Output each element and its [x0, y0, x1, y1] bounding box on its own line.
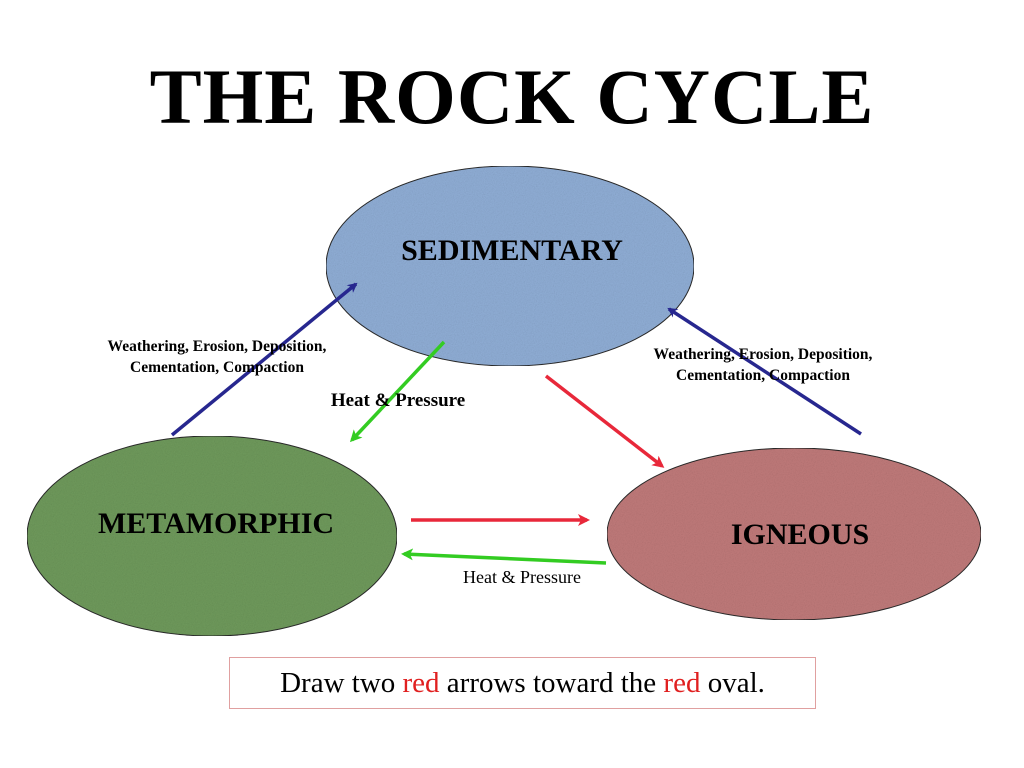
instruction-text-3: oval. [700, 667, 765, 699]
sedimentary-oval [325, 165, 695, 367]
instruction-box: Draw two red arrows toward the red oval. [229, 657, 816, 709]
arrow-igneous-to-metamorphic [401, 548, 607, 565]
metamorphic-oval [26, 435, 398, 637]
instruction-red-word-1: red [402, 667, 440, 699]
left-process-line1: Weathering, Erosion, Deposition, [107, 338, 327, 355]
igneous-label: IGNEOUS [730, 518, 870, 551]
instruction-red-word-2: red [663, 667, 701, 699]
igneous-oval [606, 447, 982, 621]
instruction-text-1: Draw two [280, 667, 403, 699]
metamorphic-label: METAMORPHIC [97, 507, 335, 540]
heat-pressure-top-label: Heat & Pressure [330, 390, 466, 411]
left-process-label: Weathering, Erosion, Deposition, Cementa… [72, 336, 362, 378]
arrow-metamorphic-to-sedimentary [170, 282, 358, 437]
right-process-label: Weathering, Erosion, Deposition, Cementa… [618, 344, 908, 386]
page-title: THE ROCK CYCLE [149, 53, 875, 140]
right-process-line1: Weathering, Erosion, Deposition, [653, 346, 873, 363]
heat-pressure-bottom-label: Heat & Pressure [463, 567, 581, 587]
left-process-line2: Cementation, Compaction [130, 359, 304, 376]
instruction-text-2: arrows toward the [439, 667, 664, 699]
arrow-sedimentary-to-igneous [544, 374, 665, 468]
arrow-sedimentary-to-metamorphic [349, 340, 446, 443]
right-process-line2: Cementation, Compaction [676, 367, 850, 384]
sedimentary-label: SEDIMENTARY [401, 234, 623, 267]
arrow-igneous-to-sedimentary [667, 307, 862, 436]
